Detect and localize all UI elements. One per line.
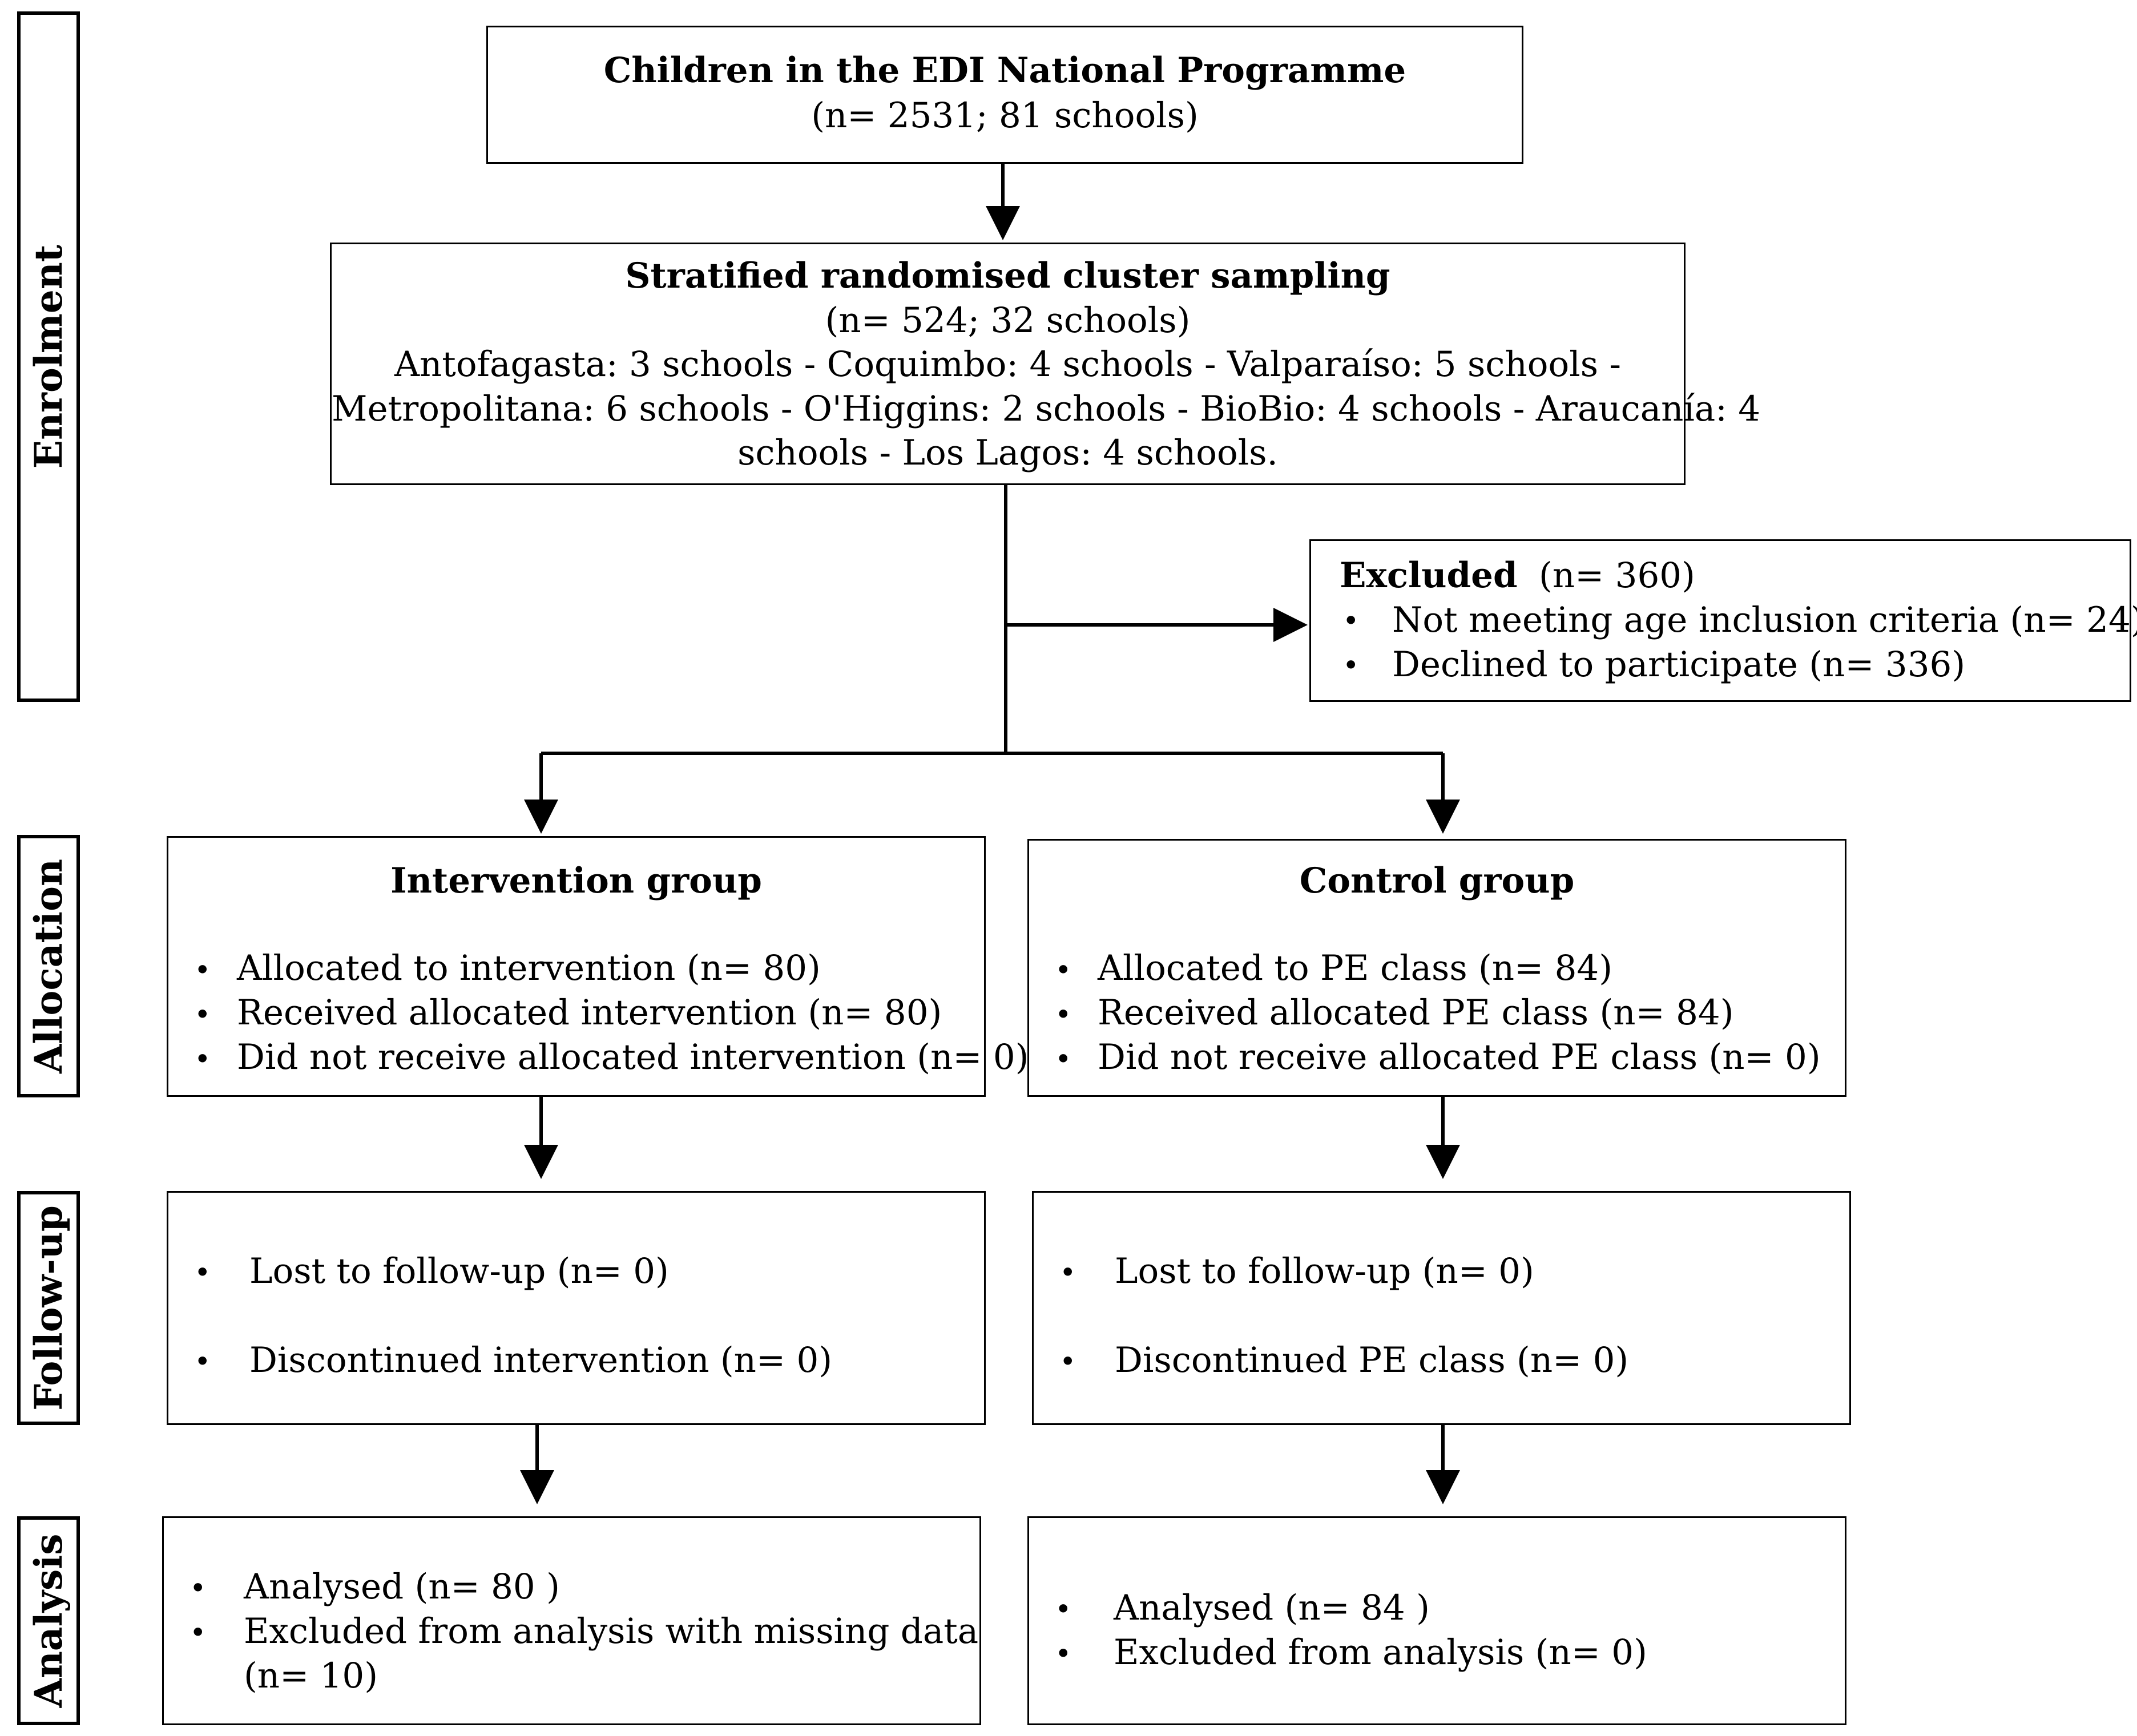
excluded-heading: Excluded (n= 360) bbox=[1340, 558, 1695, 593]
bullet-icon: • bbox=[194, 1043, 211, 1076]
excluded-item-declined: Declined to participate (n= 336) bbox=[1392, 644, 1966, 685]
control-discontinued: Discontinued PE class (n= 0) bbox=[1115, 1340, 1629, 1380]
bullet-icon: • bbox=[1055, 1593, 1072, 1626]
stage-enrolment-label: Enrolment bbox=[26, 244, 71, 469]
intervention-lost: Lost to follow-up (n= 0) bbox=[249, 1251, 669, 1291]
control-analysed: Analysed (n= 84 ) bbox=[1114, 1588, 1430, 1628]
box-control-allocation: Control group • Allocated to PE class (n… bbox=[1027, 839, 1846, 1097]
edi-programme-title: Children in the EDI National Programme bbox=[603, 50, 1406, 91]
intervention-discontinued: Discontinued intervention (n= 0) bbox=[249, 1340, 833, 1380]
intervention-analysed: Analysed (n= 80 ) bbox=[244, 1567, 560, 1607]
bullet-icon: • bbox=[1342, 604, 1360, 637]
bullet-icon: • bbox=[194, 998, 211, 1031]
box-control-analysis: • Analysed (n= 84 ) • Excluded from anal… bbox=[1027, 1516, 1846, 1725]
excluded-title: Excluded bbox=[1340, 555, 1518, 596]
bullet-icon: • bbox=[1055, 1637, 1072, 1670]
stage-allocation: Allocation bbox=[17, 835, 80, 1097]
intervention-title: Intervention group bbox=[390, 861, 762, 901]
box-excluded: Excluded (n= 360) • Not meeting age incl… bbox=[1309, 539, 2137, 702]
sampling-regions-line3: schools - Los Lagos: 4 schools. bbox=[737, 433, 1278, 473]
box-intervention-analysis: • Analysed (n= 80 ) • Excluded from anal… bbox=[162, 1516, 981, 1725]
intervention-received: Received allocated intervention (n= 80) bbox=[237, 992, 942, 1033]
excluded-item-age: Not meeting age inclusion criteria (n= 2… bbox=[1392, 600, 2137, 640]
stage-analysis: Analysis bbox=[17, 1516, 80, 1725]
intervention-not-received: Did not receive allocated intervention (… bbox=[237, 1037, 1029, 1077]
sampling-title: Stratified randomised cluster sampling bbox=[625, 256, 1390, 296]
bullet-icon: • bbox=[1059, 1256, 1076, 1289]
box-intervention-allocation: Intervention group • Allocated to interv… bbox=[167, 836, 1029, 1097]
box-control-followup: • Lost to follow-up (n= 0) • Discontinue… bbox=[1032, 1191, 1851, 1425]
control-allocated: Allocated to PE class (n= 84) bbox=[1098, 948, 1613, 988]
stage-followup-label: Follow-up bbox=[26, 1205, 71, 1411]
bullet-icon: • bbox=[189, 1572, 207, 1605]
sampling-regions-line2: Metropolitana: 6 schools - O'Higgins: 2 … bbox=[332, 389, 1761, 429]
sampling-regions-line1: Antofagasta: 3 schools - Coquimbo: 4 sch… bbox=[394, 344, 1622, 385]
box-sampling: Stratified randomised cluster sampling (… bbox=[330, 243, 1761, 485]
intervention-allocated: Allocated to intervention (n= 80) bbox=[237, 948, 821, 988]
intervention-excluded-missing: Excluded from analysis with missing data bbox=[244, 1611, 979, 1652]
control-received: Received allocated PE class (n= 84) bbox=[1098, 992, 1734, 1033]
bullet-icon: • bbox=[194, 1345, 211, 1378]
box-intervention-followup: • Lost to follow-up (n= 0) • Discontinue… bbox=[167, 1191, 986, 1425]
sampling-subtitle: (n= 524; 32 schools) bbox=[825, 300, 1191, 341]
bullet-icon: • bbox=[1342, 649, 1360, 682]
bullet-icon: • bbox=[1055, 1043, 1072, 1076]
control-lost: Lost to follow-up (n= 0) bbox=[1115, 1251, 1534, 1291]
bullet-icon: • bbox=[1055, 998, 1072, 1031]
stage-followup: Follow-up bbox=[17, 1191, 80, 1425]
bullet-icon: • bbox=[1059, 1345, 1076, 1378]
excluded-count: (n= 360) bbox=[1539, 555, 1695, 596]
bullet-icon: • bbox=[194, 1256, 211, 1289]
stage-analysis-label: Analysis bbox=[26, 1533, 71, 1708]
bullet-icon: • bbox=[1055, 954, 1072, 987]
control-excluded: Excluded from analysis (n= 0) bbox=[1114, 1632, 1647, 1673]
control-title: Control group bbox=[1299, 861, 1575, 901]
stage-allocation-label: Allocation bbox=[26, 859, 71, 1073]
intervention-excluded-missing-count: (n= 10) bbox=[244, 1656, 378, 1696]
control-not-received: Did not receive allocated PE class (n= 0… bbox=[1098, 1037, 1821, 1077]
edi-programme-subtitle: (n= 2531; 81 schools) bbox=[811, 95, 1199, 136]
box-edi-programme: Children in the EDI National Programme (… bbox=[486, 26, 1523, 164]
bullet-icon: • bbox=[189, 1616, 207, 1649]
bullet-icon: • bbox=[194, 954, 211, 987]
stage-enrolment: Enrolment bbox=[17, 11, 80, 702]
